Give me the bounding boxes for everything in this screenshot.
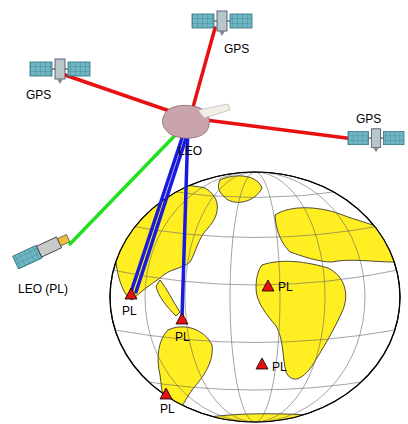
satellite-label: LEO (PL) [18, 282, 68, 296]
satellite-label: GPS [26, 88, 51, 102]
station-label: PL [278, 280, 293, 294]
station-label: PL [272, 360, 287, 374]
station-label: PL [175, 330, 190, 344]
satellite-label: LEO [178, 144, 202, 158]
satellite-label: GPS [356, 112, 381, 126]
station-label: PL [122, 304, 137, 318]
station-label: PL [160, 402, 175, 416]
satellite-label: GPS [224, 42, 249, 56]
